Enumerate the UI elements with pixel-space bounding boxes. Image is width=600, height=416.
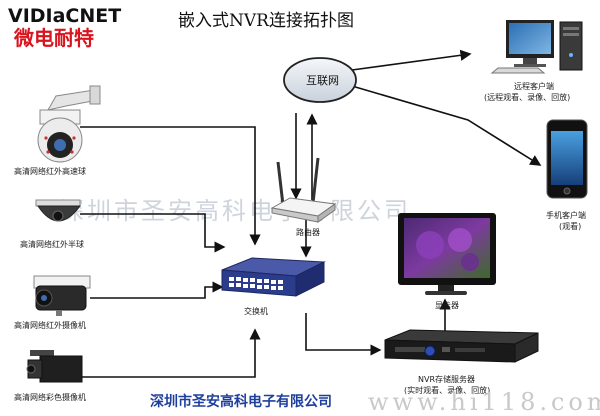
camera-label-color-box: 高清网络彩色摄像机 (14, 392, 86, 402)
camera-label-speed-dome: 高清网络红外高速球 (14, 166, 86, 176)
remote-client-label: 远程客户端 (514, 81, 554, 91)
mobile-client-label: 手机客户端 (546, 210, 586, 220)
router-label: 路由器 (296, 227, 320, 237)
remote-client-sublabel: (远程观看、录像、回放) (484, 92, 570, 102)
nvr-label: NVR存储服务器 (418, 374, 475, 384)
link-internet-remote (351, 49, 472, 71)
link-dome-switch (80, 126, 261, 246)
box-body (39, 355, 83, 383)
switch-ports (229, 277, 283, 290)
display-node: 显示器 (398, 213, 496, 310)
internet-label: 互联网 (306, 74, 339, 87)
internet-node: 互联网 (283, 57, 357, 103)
mobile-client-sublabel: (观看) (559, 222, 581, 231)
connections (80, 49, 542, 378)
footer-url-watermark: www.hi118.com (368, 388, 600, 416)
brand-logo: VIDIaCNET 微电耐特 (8, 5, 121, 50)
remote-client-node: 远程客户端 (远程观看、录像、回放) (484, 20, 583, 102)
mobile-client-node: 手机客户端 (观看) (546, 119, 588, 231)
switch-node: 交换机 (221, 257, 326, 316)
router-antenna-right (311, 157, 320, 204)
phone-screen (551, 131, 583, 185)
remote-monitor-screen (509, 23, 551, 54)
link-switch-nvr (305, 313, 382, 356)
link-halfdome-switch (80, 213, 226, 253)
footer-company: 深圳市圣安高科电子有限公司 (150, 393, 332, 410)
camera-ir-bullet: 高清网络红外摄像机 (14, 275, 91, 330)
router-body-side (317, 203, 336, 223)
camera-half-dome: 高清网络红外半球 (20, 199, 84, 249)
page-title: 嵌入式NVR连接拓扑图 (178, 11, 354, 31)
switch-label: 交换机 (244, 306, 268, 316)
switch-side (295, 261, 325, 297)
link-internet-mobile (351, 85, 542, 166)
router-node: 路由器 (270, 157, 337, 237)
link-colorcam-switch (80, 328, 261, 378)
watermark-text: 深圳市圣安高科电子有限公司 (60, 197, 411, 225)
nvr-node: NVR存储服务器 (实时观看、录像、回放) (384, 329, 539, 395)
nvr-side (514, 332, 539, 363)
nvr-sublabel: (实时观看、录像、回放) (404, 385, 490, 395)
camera-label-ir-bullet: 高清网络红外摄像机 (14, 320, 86, 330)
display-label: 显示器 (435, 301, 459, 310)
camera-color-box: 高清网络彩色摄像机 (14, 350, 86, 402)
internet-shape (283, 57, 357, 103)
logo-en: VIDIaCNET (8, 5, 121, 27)
camera-label-half-dome: 高清网络红外半球 (20, 239, 84, 249)
camera-speed-dome: 高清网络红外高速球 (14, 85, 101, 176)
link-ircam-switch (90, 281, 224, 299)
dome-ir-leds (44, 136, 76, 154)
logo-cn: 微电耐特 (13, 26, 94, 50)
router-antenna-left (276, 161, 285, 206)
